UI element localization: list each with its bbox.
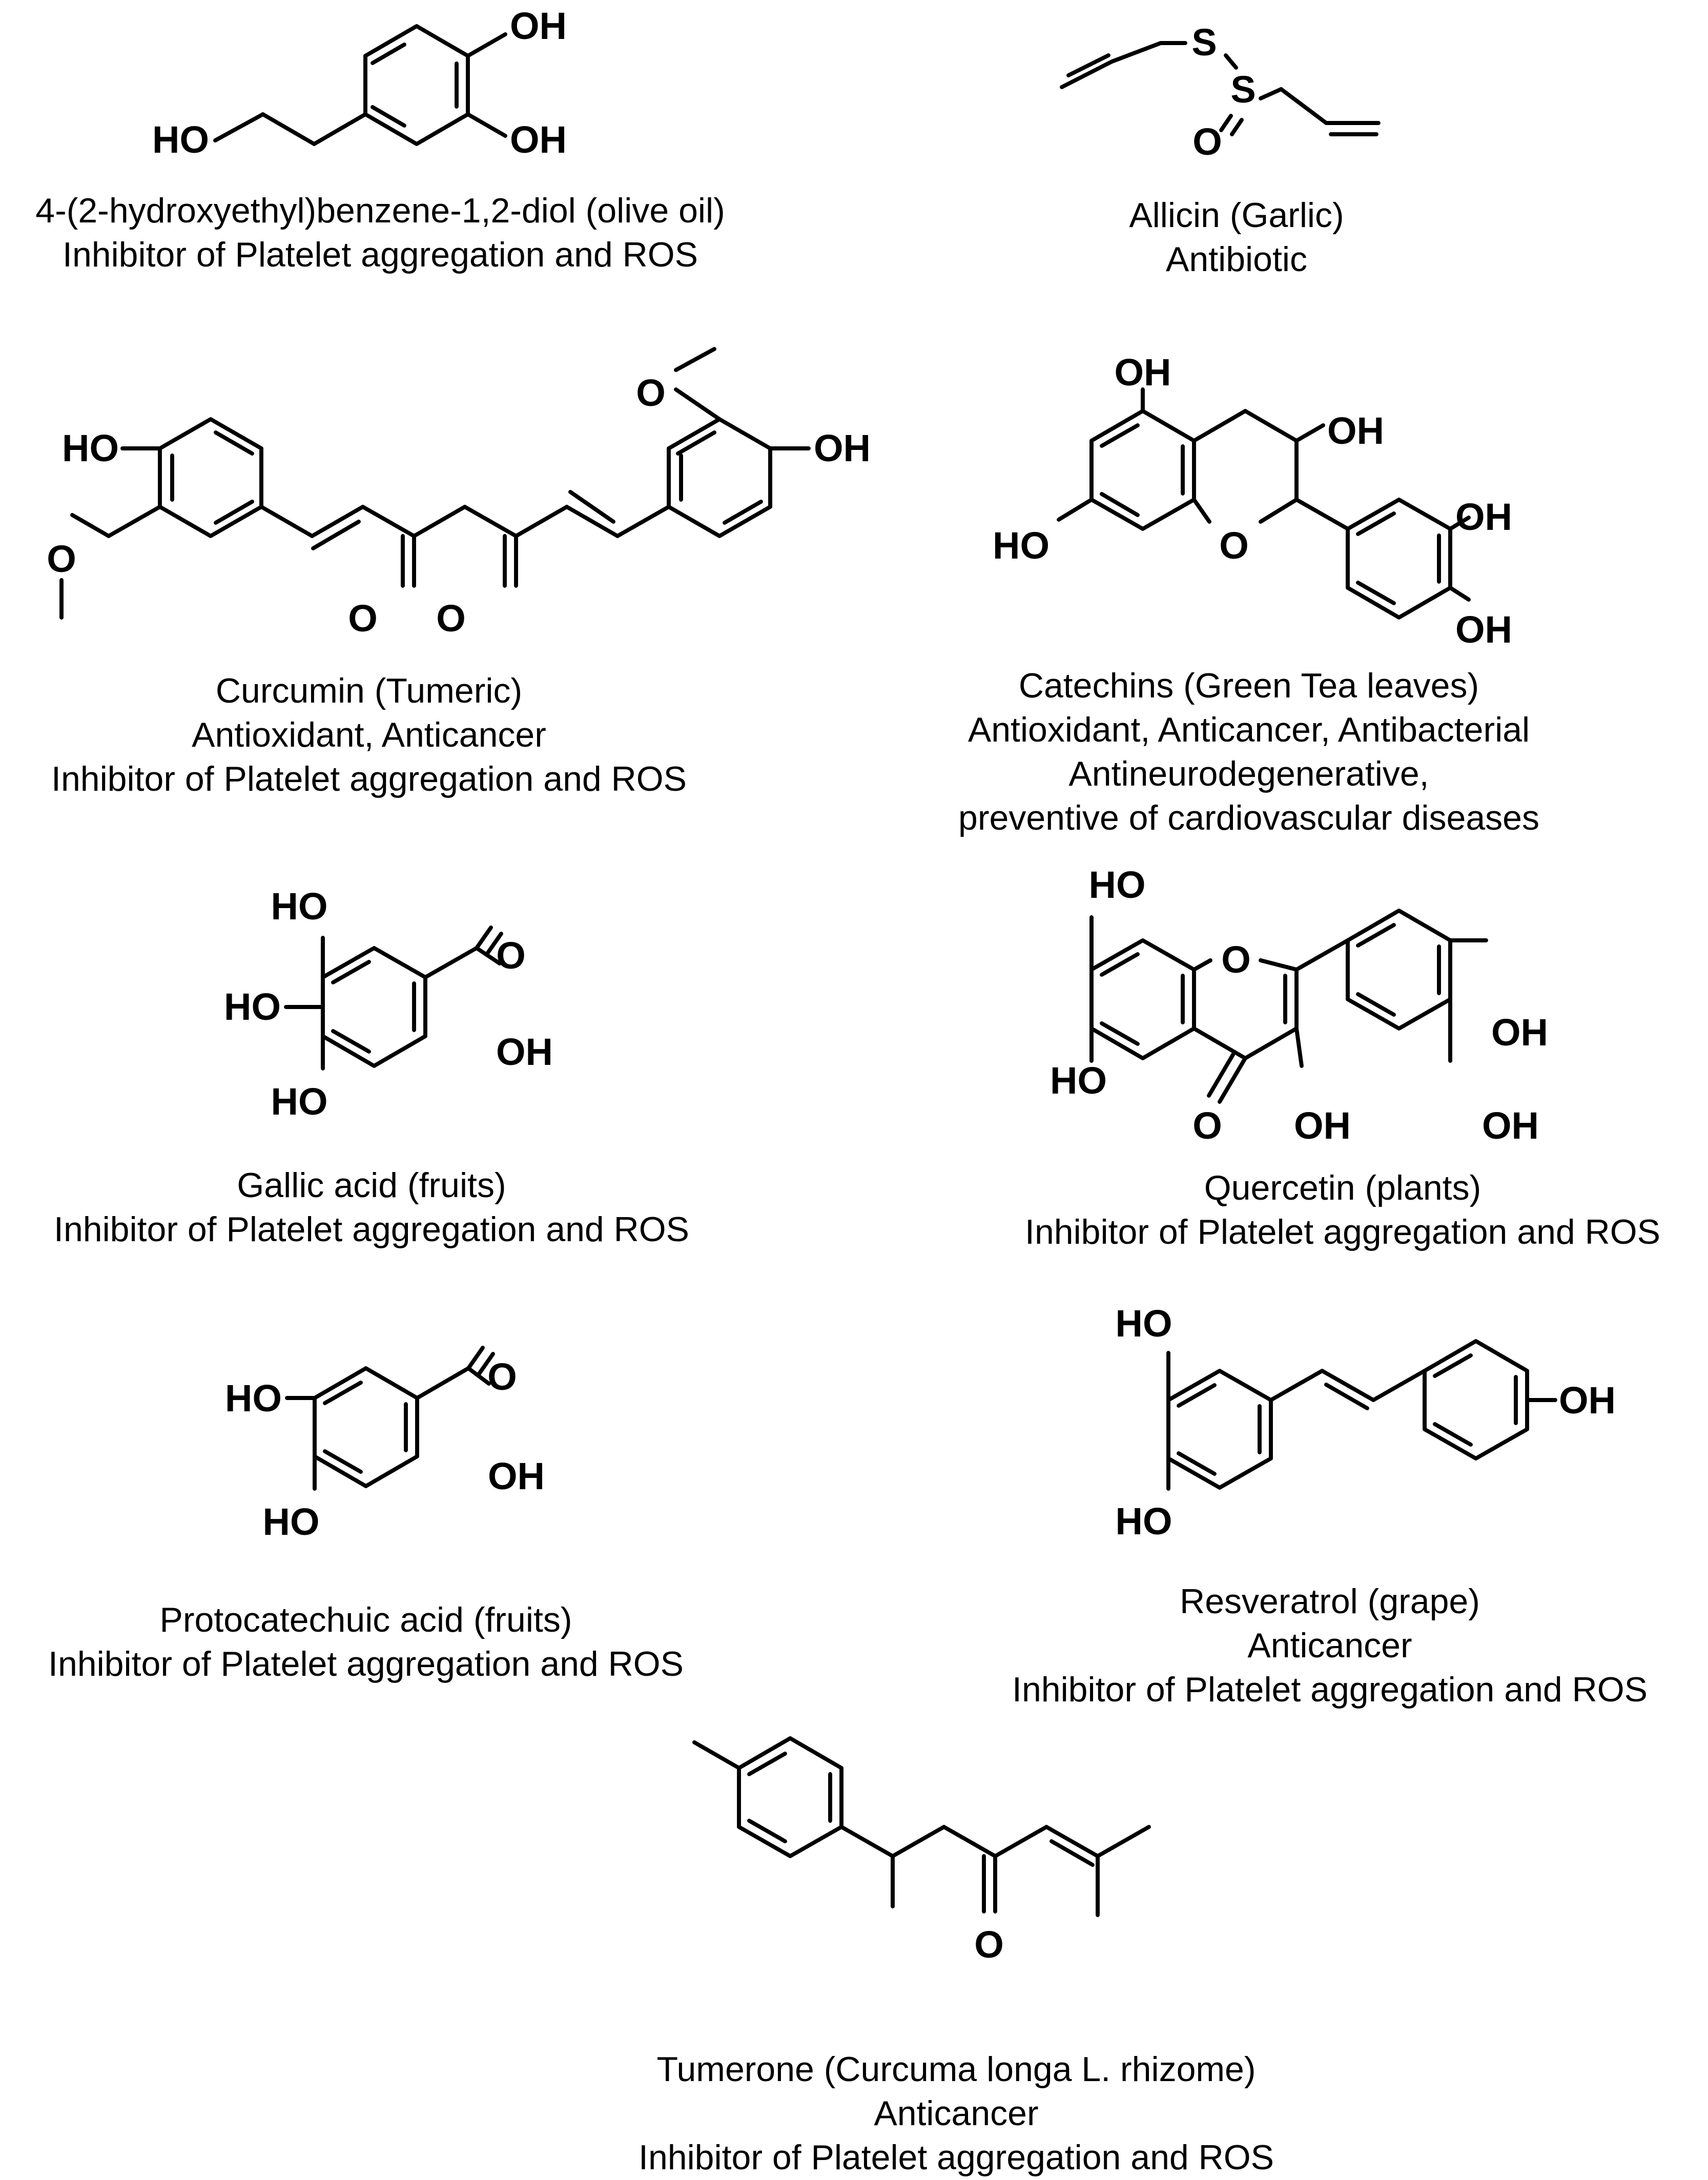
structure-curcumin: HO O O O O OH bbox=[47, 347, 871, 640]
atom-label: HO bbox=[1089, 863, 1146, 906]
atom-label: OH bbox=[1294, 1104, 1351, 1147]
compound-name: Protocatechuic acid (fruits) bbox=[159, 1600, 572, 1639]
atom-label: O bbox=[1219, 524, 1249, 567]
activity-line: Inhibitor of Platelet aggregation and RO… bbox=[1025, 1212, 1660, 1251]
caption-quercetin: Quercetin (plants) Inhibitor of Platelet… bbox=[1025, 1166, 1660, 1254]
atom-label: HO bbox=[993, 524, 1050, 567]
activity-line: Inhibitor of Platelet aggregation and RO… bbox=[51, 759, 687, 798]
atom-label: O bbox=[974, 1923, 1004, 1966]
atom-label: O bbox=[1192, 1104, 1222, 1147]
activity-line: Anticancer bbox=[1247, 1626, 1412, 1665]
atom-label: O bbox=[487, 1355, 517, 1398]
atom-label: OH bbox=[1482, 1104, 1539, 1147]
activity-line: Antioxidant, Anticancer bbox=[192, 715, 546, 754]
caption-allicin: Allicin (Garlic) Antibiotic bbox=[1129, 193, 1344, 281]
compound-name: 4-(2-hydroxyethyl)benzene-1,2-diol (oliv… bbox=[35, 191, 725, 230]
caption-curcumin: Curcumin (Tumeric) Antioxidant, Anticanc… bbox=[51, 669, 687, 801]
structure-catechin: OH OH HO O OH OH bbox=[993, 351, 1512, 651]
compound-name: Quercetin (plants) bbox=[1204, 1168, 1481, 1207]
atom-label: OH bbox=[1455, 608, 1512, 651]
atom-label: OH bbox=[488, 1455, 545, 1497]
atom-label: OH bbox=[1559, 1379, 1616, 1422]
structure-gallic-acid: HO HO HO O OH bbox=[224, 885, 553, 1123]
atom-label: S bbox=[1230, 68, 1256, 111]
atom-label: HO bbox=[1050, 1059, 1107, 1102]
activity-line: Anticancer bbox=[874, 2094, 1039, 2133]
caption-tumerone: Tumerone (Curcuma longa L. rhizome) Anti… bbox=[639, 2047, 1274, 2179]
compound-name: Curcumin (Tumeric) bbox=[215, 671, 523, 710]
compound-name: Allicin (Garlic) bbox=[1129, 196, 1344, 235]
activity-line: Inhibitor of Platelet aggregation and RO… bbox=[63, 235, 698, 274]
caption-protocatechuic-acid: Protocatechuic acid (fruits) Inhibitor o… bbox=[48, 1598, 684, 1686]
structure-protocatechuic-acid: HO HO O OH bbox=[225, 1346, 545, 1543]
atom-label: OH bbox=[814, 427, 871, 469]
atom-label: HO bbox=[224, 985, 281, 1028]
caption-resveratrol: Resveratrol (grape) Anticancer Inhibitor… bbox=[1012, 1579, 1648, 1712]
atom-label: O bbox=[348, 597, 378, 640]
caption-catechins: Catechins (Green Tea leaves) Antioxidant… bbox=[958, 664, 1539, 840]
structure-quercetin: HO O HO O OH OH OH bbox=[1050, 863, 1548, 1147]
atom-label: OH bbox=[1491, 1011, 1548, 1054]
atom-label: O bbox=[1221, 938, 1251, 981]
activity-line: preventive of cardiovascular diseases bbox=[958, 798, 1539, 837]
structure-hydroxytyrosol: OH OH HO bbox=[152, 5, 567, 161]
activity-line: Inhibitor of Platelet aggregation and RO… bbox=[54, 1210, 689, 1249]
atom-label: S bbox=[1191, 21, 1217, 64]
caption-hydroxytyrosol: 4-(2-hydroxyethyl)benzene-1,2-diol (oliv… bbox=[35, 189, 725, 277]
atom-label: O bbox=[1192, 120, 1222, 163]
atom-label: O bbox=[636, 372, 666, 414]
compound-name: Catechins (Green Tea leaves) bbox=[1018, 666, 1479, 705]
activity-line: Inhibitor of Platelet aggregation and RO… bbox=[1012, 1670, 1648, 1709]
compound-name: Gallic acid (fruits) bbox=[237, 1166, 506, 1205]
compound-name: Tumerone (Curcuma longa L. rhizome) bbox=[656, 2050, 1256, 2089]
activity-line: Inhibitor of Platelet aggregation and RO… bbox=[48, 1644, 684, 1683]
activity-line: Inhibitor of Platelet aggregation and RO… bbox=[639, 2138, 1274, 2177]
atom-label: O bbox=[436, 597, 466, 640]
atom-label: HO bbox=[1116, 1302, 1172, 1345]
atom-label: HO bbox=[263, 1500, 320, 1543]
atom-label: OH bbox=[1327, 409, 1384, 452]
atom-label: O bbox=[496, 934, 526, 977]
activity-line: Antineurodegenerative, bbox=[1068, 754, 1429, 793]
structure-allicin: S S O bbox=[1060, 21, 1381, 163]
atom-label: OH bbox=[496, 1031, 553, 1073]
atom-label: HO bbox=[225, 1377, 282, 1420]
structure-resveratrol: HO HO OH bbox=[1116, 1302, 1616, 1543]
atom-label: OH bbox=[1115, 351, 1171, 394]
structure-tumerone: O bbox=[692, 1736, 1151, 1966]
compound-name: Resveratrol (grape) bbox=[1180, 1582, 1480, 1621]
atom-label: HO bbox=[271, 885, 328, 928]
atom-label: HO bbox=[152, 118, 209, 161]
atom-label: OH bbox=[510, 5, 567, 47]
atom-label: OH bbox=[1455, 496, 1512, 538]
atom-label: O bbox=[47, 538, 76, 580]
atom-label: HO bbox=[62, 427, 119, 469]
activity-line: Antibiotic bbox=[1166, 240, 1307, 279]
activity-line: Antioxidant, Anticancer, Antibacterial bbox=[968, 710, 1530, 749]
atom-label: HO bbox=[1116, 1500, 1172, 1543]
caption-gallic-acid: Gallic acid (fruits) Inhibitor of Platel… bbox=[54, 1163, 689, 1251]
atom-label: OH bbox=[510, 118, 567, 161]
atom-label: HO bbox=[271, 1080, 328, 1123]
